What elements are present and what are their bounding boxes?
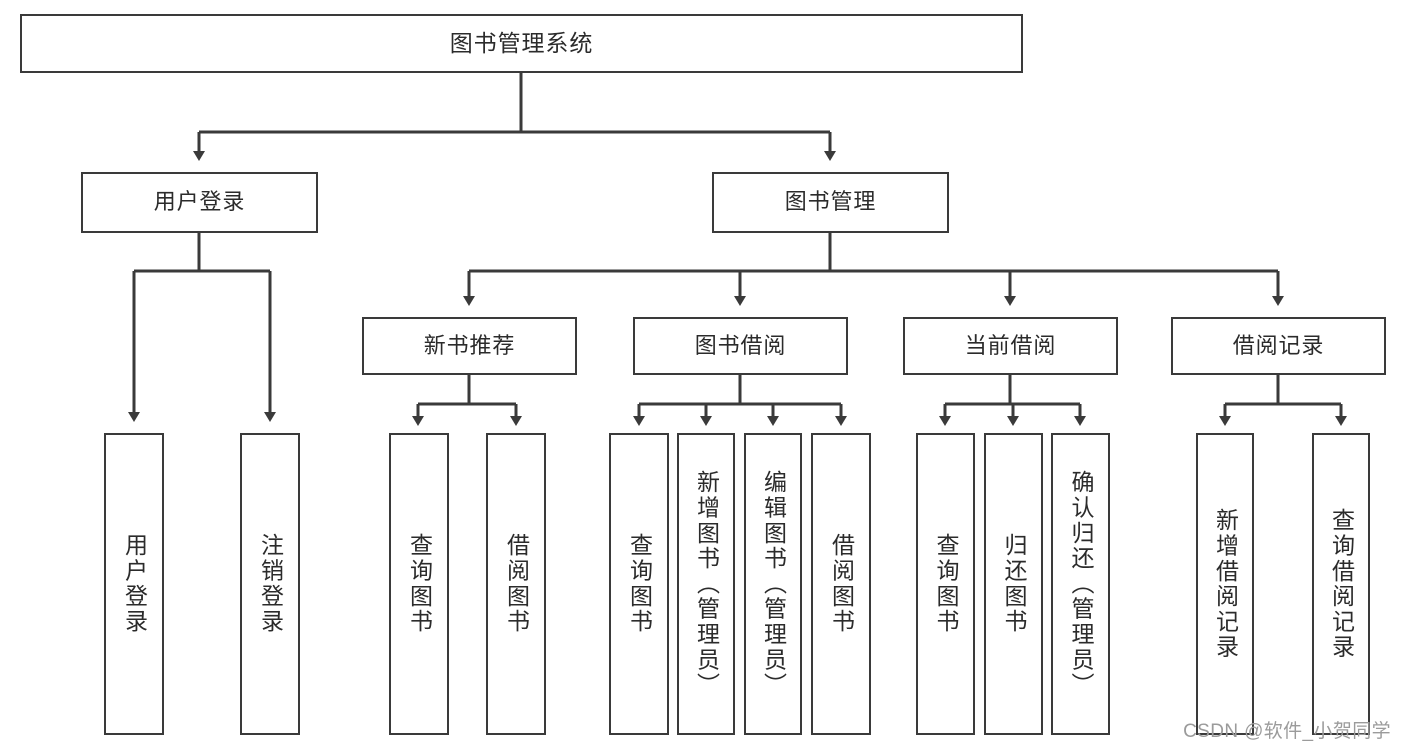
node-borrow-record[interactable]: 借阅记录 [1171,317,1386,375]
node-label: 编辑图书（管理员） [760,470,787,698]
node-label: 图书借阅 [694,332,787,358]
leaf-book-borrow-add-book-admin[interactable]: 新增图书（管理员） [677,433,735,735]
leaf-book-borrow-query-book[interactable]: 查询图书 [609,433,669,735]
node-label: 用户登录 [121,533,148,635]
leaf-new-book-query-book[interactable]: 查询图书 [389,433,449,735]
leaf-current-borrow-return-book[interactable]: 归还图书 [984,433,1043,735]
leaf-user-login-logout[interactable]: 注销登录 [240,433,300,735]
leaf-current-borrow-query-book[interactable]: 查询图书 [916,433,975,735]
node-book-management[interactable]: 图书管理 [712,172,949,233]
node-label: 查询图书 [933,533,959,635]
node-current-borrow[interactable]: 当前借阅 [903,317,1118,375]
node-book-borrow[interactable]: 图书借阅 [633,317,848,375]
leaf-current-borrow-confirm-return-admin[interactable]: 确认归还（管理员） [1051,433,1110,735]
node-label: 注销登录 [257,533,284,635]
node-label: 借阅记录 [1232,332,1325,358]
leaf-book-borrow-edit-book-admin[interactable]: 编辑图书（管理员） [744,433,802,735]
node-new-book-recommend[interactable]: 新书推荐 [362,317,577,375]
node-root-book-management-system[interactable]: 图书管理系统 [20,14,1023,73]
node-label: 归还图书 [1001,533,1027,635]
node-label: 当前借阅 [964,332,1057,358]
node-label: 图书管理系统 [449,29,594,56]
leaf-borrow-record-query-record[interactable]: 查询借阅记录 [1312,433,1370,735]
node-label: 新增借阅记录 [1212,508,1239,660]
node-label: 查询图书 [626,533,653,635]
leaf-new-book-borrow-book[interactable]: 借阅图书 [486,433,546,735]
node-label: 查询借阅记录 [1328,508,1355,660]
node-label: 查询图书 [406,533,433,635]
watermark: CSDN @软件_小贺同学 [1183,721,1391,742]
leaf-user-login-login[interactable]: 用户登录 [104,433,164,735]
leaf-borrow-record-add-record[interactable]: 新增借阅记录 [1196,433,1254,735]
node-label: 新书推荐 [423,332,516,358]
node-label: 借阅图书 [503,533,530,635]
node-label: 图书管理 [784,189,877,215]
node-label: 确认归还（管理员） [1068,470,1094,698]
node-label: 用户登录 [153,189,246,215]
node-label: 新增图书（管理员） [693,470,720,698]
node-label: 借阅图书 [828,533,855,635]
leaf-book-borrow-borrow-book[interactable]: 借阅图书 [811,433,871,735]
node-user-login[interactable]: 用户登录 [81,172,318,233]
